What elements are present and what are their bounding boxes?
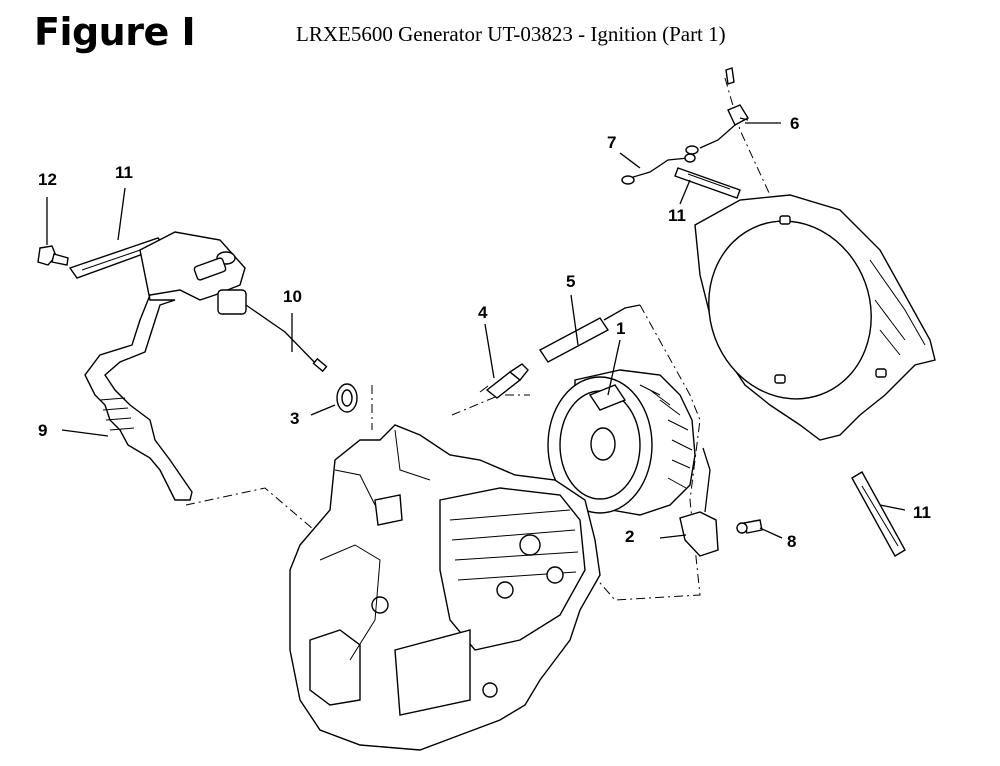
callout-11-right: 11 [913, 503, 931, 522]
part-10-wire-lead [245, 304, 328, 373]
callout-12: 12 [38, 170, 57, 189]
callout-10: 10 [283, 287, 302, 306]
part-5-plug-cap [538, 304, 641, 363]
callout-9: 9 [38, 421, 47, 440]
part-3-grommet [336, 383, 358, 413]
fan-housing-cover [694, 194, 936, 441]
figure-title: LRXE5600 Generator UT-03823 - Ignition (… [296, 22, 726, 46]
part-7-ground-wire [621, 153, 696, 185]
part-11-clip-middle [674, 167, 741, 199]
callout-leader-lines [46, 122, 906, 539]
callout-11-middle: 11 [668, 206, 686, 225]
part-1-flywheel [547, 369, 696, 516]
part-4-spark-plug [479, 363, 529, 399]
engine-block [289, 424, 601, 751]
callout-8: 8 [787, 532, 796, 551]
part-2-ignition-coil [679, 447, 719, 557]
figure-label: Figure I [34, 10, 196, 54]
part-11-clip-right [851, 471, 906, 557]
callout-5: 5 [566, 272, 575, 291]
callout-7: 7 [607, 133, 616, 152]
part-6-stop-switch [685, 67, 749, 155]
callout-2: 2 [625, 527, 634, 546]
callout-4: 4 [478, 303, 488, 322]
callout-numbers: 12 11 10 9 3 4 5 1 2 8 6 7 11 11 [38, 114, 931, 551]
part-12-bolt [37, 245, 69, 266]
part-9-ignition-lead [84, 231, 247, 501]
callout-1: 1 [616, 319, 625, 338]
part-8-bolt [736, 519, 763, 534]
callout-3: 3 [290, 409, 299, 428]
callout-11-left: 11 [115, 163, 133, 182]
callout-6: 6 [790, 114, 799, 133]
